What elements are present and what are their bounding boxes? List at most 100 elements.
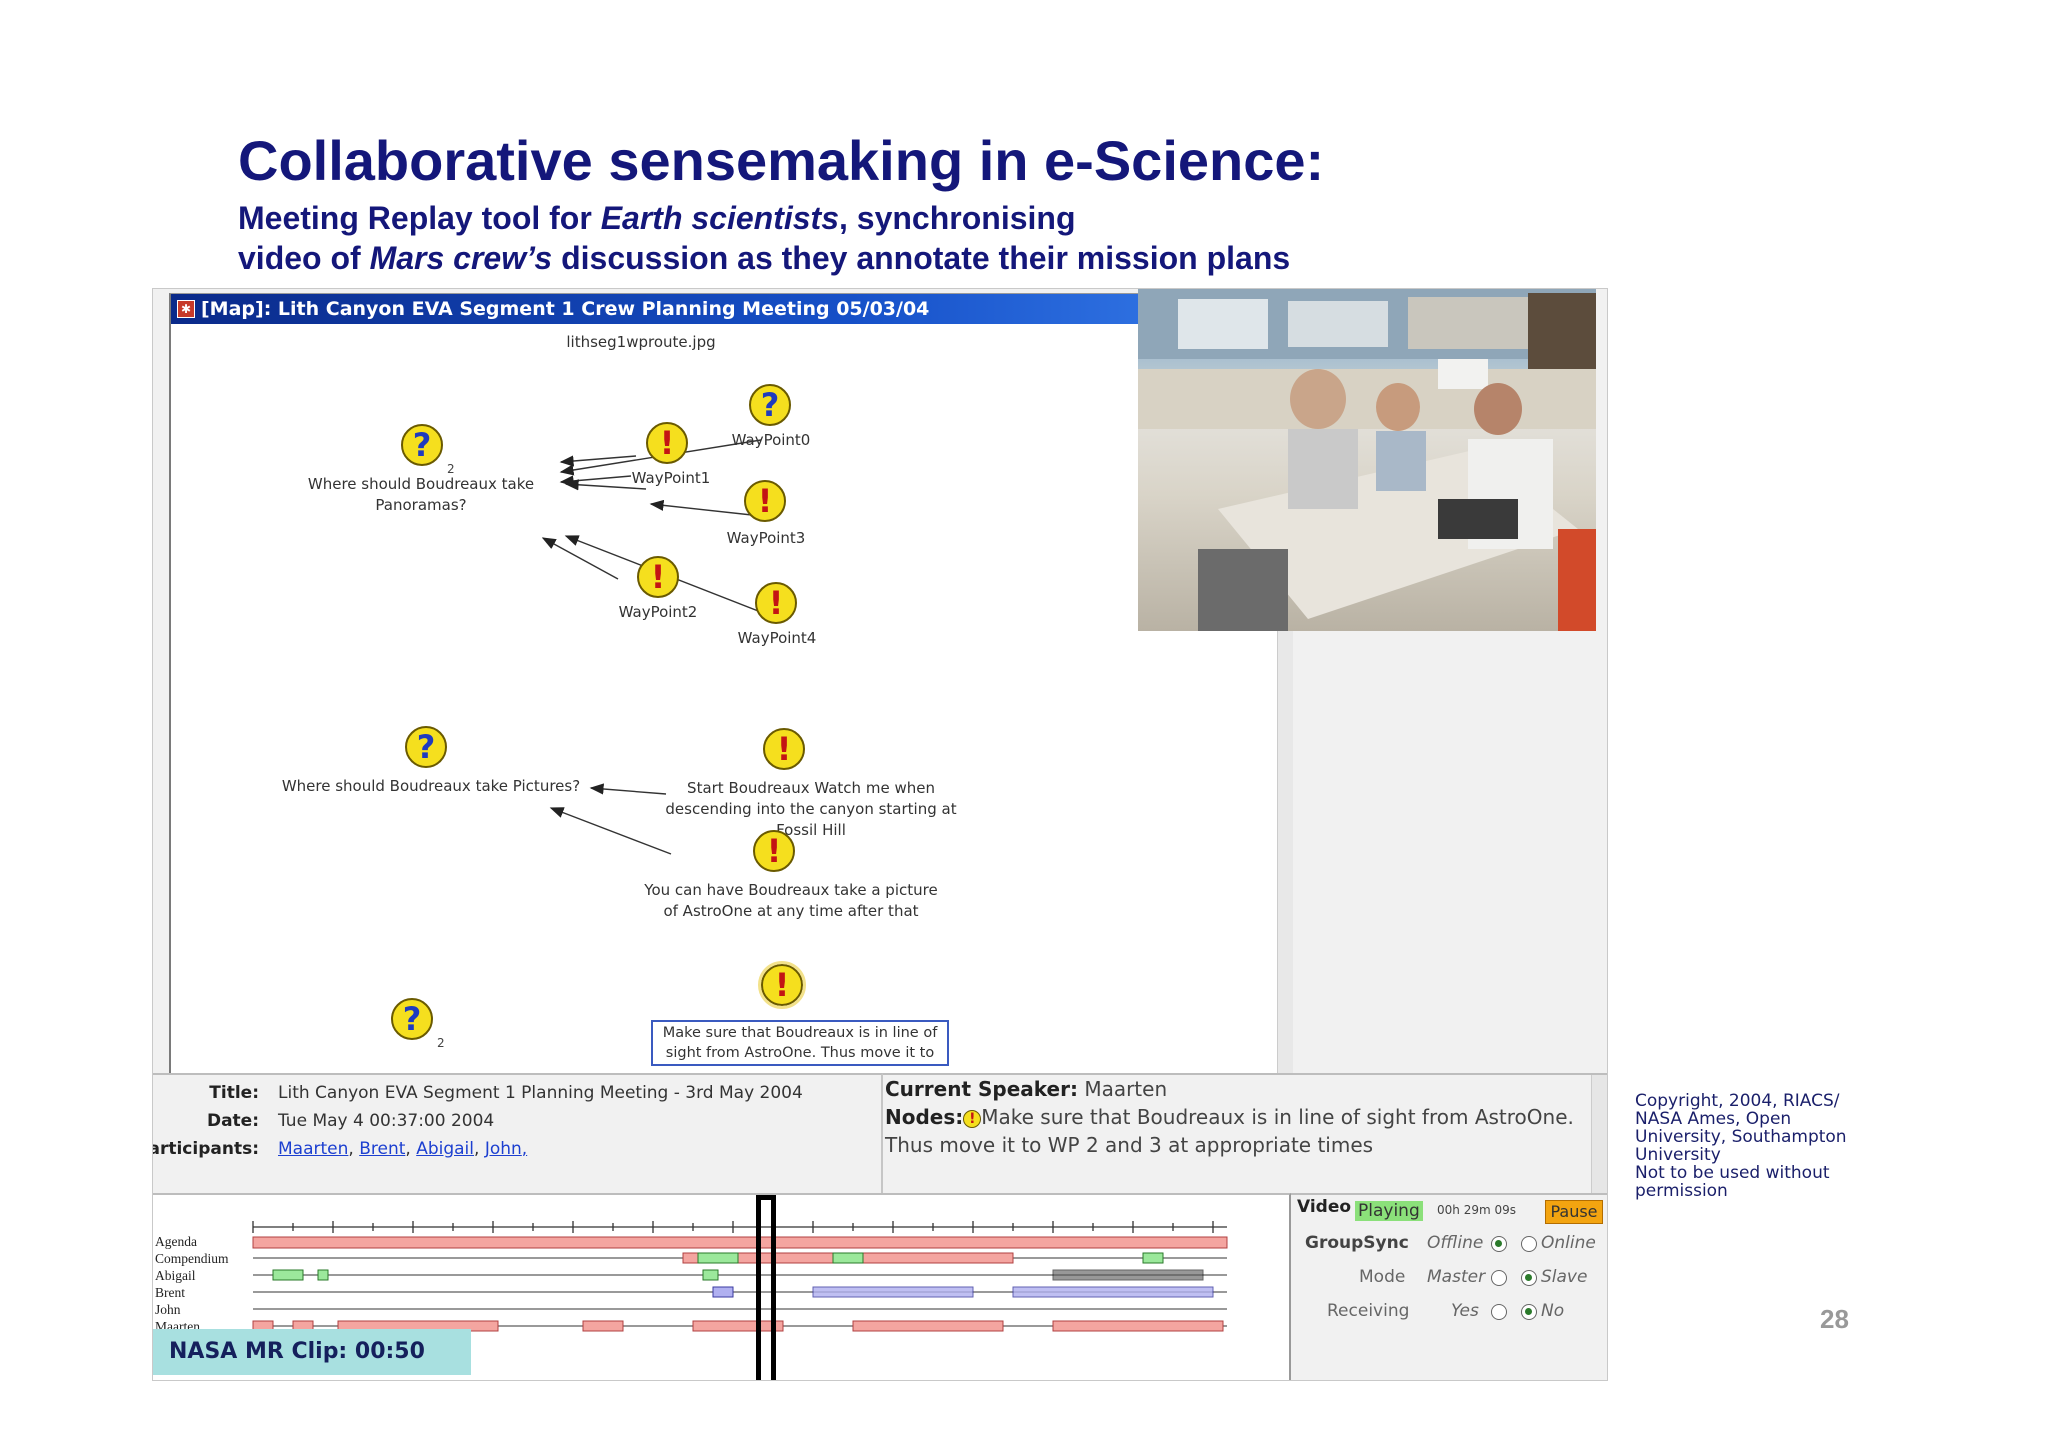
receiving-key: Receiving — [1327, 1301, 1410, 1321]
map-window-titlebar[interactable]: ✱ [Map]: Lith Canyon EVA Segment 1 Crew … — [171, 294, 1141, 324]
slave-radio[interactable] — [1521, 1270, 1537, 1286]
subtitle-emphasis: Earth scientists — [600, 200, 839, 236]
current-speaker-key: Current Speaker: — [885, 1077, 1078, 1101]
reference-node-label[interactable]: WayPoint1 — [631, 469, 711, 487]
track-label: John — [155, 1302, 181, 1317]
meeting-info-panel: Title: Lith Canyon EVA Segment 1 Plannin… — [153, 1073, 883, 1193]
date-row: Date: Tue May 4 00:37:00 2004 — [153, 1111, 883, 1139]
question-node-icon[interactable]: ? — [391, 998, 433, 1040]
copyright-line: Not to be used without — [1635, 1163, 1830, 1183]
question-node-icon[interactable]: ? — [405, 726, 447, 768]
video-state-row: Video Playing 00h 29m 09s Pause — [1291, 1197, 1607, 1227]
copyright-line: NASA Ames, Open — [1635, 1109, 1792, 1129]
map-canvas[interactable]: lithseg1wproute.jpg ? 2 Where should Bou… — [171, 324, 1295, 1074]
question-node-label[interactable]: Where should Boudreaux take Panoramas? — [307, 475, 535, 514]
nodes-scrollbar[interactable] — [1591, 1075, 1607, 1193]
nodes-key: Nodes: — [885, 1105, 964, 1129]
idea-node-label[interactable]: Start Boudreaux Watch me when descending… — [665, 779, 957, 839]
slave-option-label: Slave — [1541, 1267, 1588, 1287]
current-speaker-row: Current Speaker: Maarten — [885, 1077, 1167, 1101]
offline-radio[interactable] — [1491, 1236, 1507, 1252]
title-key: Title: — [209, 1083, 259, 1103]
reference-node-label[interactable]: WayPoint0 — [731, 431, 811, 449]
timeline-playhead[interactable] — [756, 1195, 776, 1380]
meeting-date-value: Tue May 4 00:37:00 2004 — [278, 1111, 495, 1131]
copyright-line: permission — [1635, 1181, 1728, 1201]
nodes-row: Nodes:!Make sure that Boudreaux is in li… — [885, 1105, 1574, 1129]
meeting-timeline[interactable]: Agenda Compendium Abigail Brent John Maa… — [153, 1193, 1291, 1380]
selected-node-label-editor[interactable]: Make sure that Boudreaux is in line of s… — [651, 1020, 949, 1066]
reference-node-label[interactable]: WayPoint2 — [618, 603, 698, 621]
copyright-notice: Copyright, 2004, RIACS/ NASA Ames, Open … — [1635, 1092, 1847, 1200]
idea-node-icon[interactable]: ! — [646, 422, 688, 464]
participants-key: Participants: — [153, 1139, 259, 1159]
mode-key: Mode — [1359, 1267, 1406, 1287]
meeting-title-value: Lith Canyon EVA Segment 1 Planning Meeti… — [278, 1083, 803, 1103]
master-option-label: Master — [1427, 1267, 1486, 1287]
groupsync-key: GroupSync — [1305, 1233, 1409, 1253]
idea-node-icon[interactable]: ! — [753, 830, 795, 872]
participant-link[interactable]: Maarten — [278, 1139, 349, 1159]
current-speaker-value: Maarten — [1084, 1077, 1168, 1101]
receiving-row: Receiving Yes No — [1291, 1301, 1607, 1331]
offline-option-label: Offline — [1427, 1233, 1484, 1253]
speaker-nodes-panel: Current Speaker: Maarten Nodes:!Make sur… — [883, 1073, 1607, 1193]
idea-node-icon: ! — [963, 1109, 982, 1128]
subtitle-text: , synchronising — [839, 200, 1076, 236]
idea-node-icon[interactable]: ! — [637, 556, 679, 598]
groupsync-row: GroupSync Offline Online — [1291, 1233, 1607, 1263]
meeting-replay-app: ✱ [Map]: Lith Canyon EVA Segment 1 Crew … — [152, 288, 1608, 1381]
date-key: Date: — [206, 1111, 259, 1131]
node-text-continued: Thus move it to WP 2 and 3 at appropriat… — [885, 1133, 1374, 1157]
copyright-line: University, Southampton — [1635, 1127, 1847, 1147]
copyright-line: University — [1635, 1145, 1721, 1165]
participants-list: Maarten, Brent, Abigail, John, — [278, 1139, 528, 1159]
receiving-yes-radio[interactable] — [1491, 1304, 1507, 1320]
subtitle-text: video of — [238, 240, 370, 276]
online-option-label: Online — [1541, 1233, 1596, 1253]
node-transclusion-count: 2 — [447, 462, 455, 476]
participant-link[interactable]: Abigail — [416, 1139, 475, 1159]
question-node-label[interactable]: Where should Boudreaux take Pictures? — [281, 777, 581, 795]
group-sync-panel: Video Playing 00h 29m 09s Pause GroupSyn… — [1291, 1193, 1607, 1380]
reference-node-label[interactable]: WayPoint3 — [726, 529, 806, 547]
participants-row: Participants: Maarten, Brent, Abigail, J… — [153, 1139, 883, 1167]
map-image-label: lithseg1wproute.jpg — [566, 333, 716, 351]
online-radio[interactable] — [1521, 1236, 1537, 1252]
copyright-line: Copyright, 2004, RIACS/ — [1635, 1091, 1840, 1111]
meeting-video-frame — [1138, 289, 1596, 631]
yes-option-label: Yes — [1451, 1301, 1479, 1321]
participant-link[interactable]: John — [484, 1139, 522, 1159]
slide-title: Collaborative sensemaking in e-Science: — [238, 129, 1325, 192]
map-window-title: [Map]: Lith Canyon EVA Segment 1 Crew Pl… — [201, 298, 930, 320]
participant-link[interactable]: Brent — [359, 1139, 406, 1159]
reference-node-label[interactable]: WayPoint4 — [737, 629, 817, 647]
track-label: Agenda — [155, 1234, 197, 1249]
idea-node-icon[interactable]: ! — [744, 480, 786, 522]
video-time: 00h 29m 09s — [1437, 1203, 1516, 1217]
clip-label: NASA MR Clip: 00:50 — [153, 1329, 471, 1375]
pause-button[interactable]: Pause — [1545, 1200, 1603, 1224]
compendium-window-icon: ✱ — [177, 300, 195, 318]
mode-row: Mode Master Slave — [1291, 1267, 1607, 1297]
timeline-tracks — [252, 1221, 1228, 1332]
video-key: Video — [1297, 1197, 1352, 1217]
question-node-icon[interactable]: ? — [401, 424, 443, 466]
idea-node-icon[interactable]: ! — [758, 961, 806, 1009]
track-label: Compendium — [155, 1251, 229, 1266]
node-text: Make sure that Boudreaux is in line of s… — [981, 1105, 1574, 1129]
idea-node-label[interactable]: You can have Boudreaux take a picture of… — [644, 881, 938, 920]
subtitle-text: Meeting Replay tool for — [238, 200, 601, 236]
track-label: Abigail — [155, 1268, 196, 1283]
no-option-label: No — [1541, 1301, 1565, 1321]
slide-subtitle-line-1: Meeting Replay tool for Earth scientists… — [238, 200, 1075, 237]
track-label: Brent — [155, 1285, 185, 1300]
master-radio[interactable] — [1491, 1270, 1507, 1286]
title-row: Title: Lith Canyon EVA Segment 1 Plannin… — [153, 1083, 883, 1111]
question-node-icon[interactable]: ? — [749, 384, 791, 426]
idea-node-icon[interactable]: ! — [755, 582, 797, 624]
slide-subtitle-line-2: video of Mars crew’s discussion as they … — [238, 240, 1290, 277]
video-state-badge: Playing — [1355, 1201, 1423, 1221]
receiving-no-radio[interactable] — [1521, 1304, 1537, 1320]
idea-node-icon[interactable]: ! — [763, 728, 805, 770]
